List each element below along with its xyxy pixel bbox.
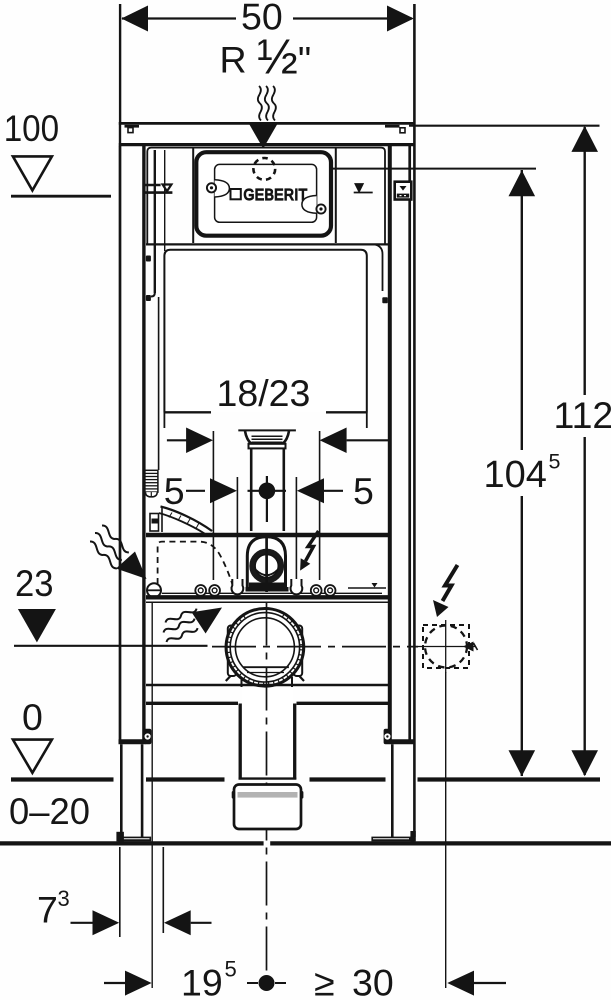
svg-text:30: 30	[352, 962, 394, 1000]
svg-text:5: 5	[549, 450, 561, 474]
svg-text:3: 3	[58, 886, 70, 911]
svg-text:0: 0	[22, 696, 43, 738]
svg-text:≥: ≥	[314, 962, 335, 1000]
svg-text:GEBERIT: GEBERIT	[244, 187, 308, 204]
svg-text:100: 100	[4, 107, 60, 149]
svg-text:0–20: 0–20	[9, 790, 90, 832]
svg-text:104: 104	[484, 454, 547, 496]
svg-text:5: 5	[225, 957, 237, 982]
svg-text:23: 23	[15, 562, 54, 604]
svg-text:7: 7	[37, 889, 58, 931]
svg-text:5: 5	[353, 470, 374, 512]
svg-text:R ½": R ½"	[220, 31, 312, 85]
svg-text:18/23: 18/23	[217, 372, 311, 414]
svg-text:5: 5	[164, 470, 185, 512]
svg-text:50: 50	[241, 0, 283, 38]
svg-text:19: 19	[181, 962, 223, 1000]
svg-text:112: 112	[554, 394, 611, 436]
